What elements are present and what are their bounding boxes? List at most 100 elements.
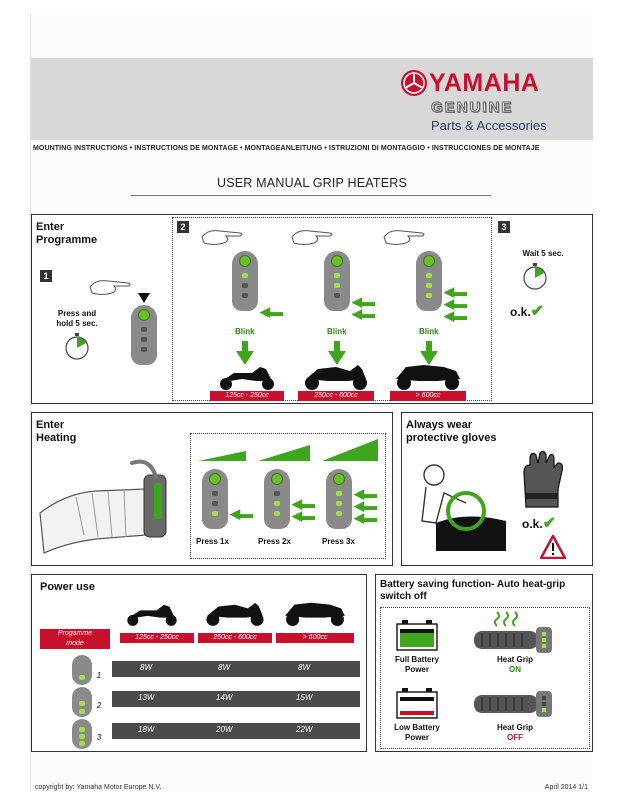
led-on-icon (274, 511, 280, 516)
heating-steps-frame (190, 433, 386, 559)
green-arrow-left-icon: ◀▬ (260, 304, 283, 319)
full-battery-icon (396, 620, 438, 651)
grip-on-line1: Heat Grip (496, 655, 533, 664)
gloves-title-line1: Always wear (406, 419, 473, 431)
green-arrow-stem (334, 341, 340, 351)
step-1-badge: 1 (40, 270, 52, 282)
step1-text-line2: hold 5 sec. (56, 319, 98, 328)
mode-2-remote (72, 687, 92, 717)
grip-on-label: Heat Grip ON (480, 655, 550, 675)
power-row-mode-2: 13W 14W 15W (112, 691, 360, 707)
rider-illustration (421, 464, 506, 551)
step1-text-line1: Press and (57, 309, 97, 318)
brand-header: YAMAHA GENUINE Parts & Accessories (31, 58, 593, 140)
brand-genuine: GENUINE (430, 99, 514, 117)
col-header-medium: 250cc - 600cc (198, 633, 272, 643)
remote-button-icon (239, 255, 251, 267)
title-divider (131, 195, 491, 196)
power-cell: 8W (140, 663, 152, 672)
power-cell: 8W (218, 663, 230, 672)
green-arrow-left-icon: ◀▬ (352, 306, 375, 321)
remote-button-icon (138, 309, 150, 321)
heat-waves-icon (494, 611, 518, 627)
power-cell: 8W (298, 663, 310, 672)
led-on-icon (426, 283, 432, 288)
full-battery-label: Full Battery Power (382, 655, 452, 675)
power-row-mode-3: 18W 20W 22W (112, 723, 360, 739)
heat-grip-off-icon (474, 691, 552, 717)
green-arrow-down-icon (236, 351, 254, 365)
led-on-icon (79, 709, 85, 714)
remote-button-icon (209, 473, 221, 485)
green-arrow-stem (242, 341, 248, 351)
col-header-large: > 600cc (276, 633, 354, 643)
low-battery-icon (396, 688, 438, 719)
ok-confirmation: o.k.✔ (510, 301, 544, 321)
heating-remote-3 (326, 469, 352, 529)
green-arrow-left-icon: ◀▬ (354, 486, 377, 501)
led-on-icon (79, 675, 85, 680)
programme-title-line2: Programme (36, 234, 98, 246)
scooter-icon (127, 604, 177, 626)
remote-button-icon (333, 473, 345, 485)
programme-title: Enter Programme (36, 221, 97, 247)
green-arrow-left-icon: ◀▬ (352, 294, 375, 309)
mode-3-remote (72, 719, 92, 749)
green-arrow-left-icon: ◀▬ (292, 508, 315, 523)
copyright-text: copyright by: Yamaha Motor Europe N.V. (35, 784, 162, 791)
heating-panel: Enter Heating ◀▬ ◀▬ (31, 412, 393, 566)
green-arrow-down-icon (420, 351, 438, 365)
led-icon (242, 293, 248, 298)
green-arrow-left-icon: ◀▬ (230, 506, 253, 521)
low-battery-line2: Power (404, 733, 429, 742)
pointing-hand-icon (291, 230, 333, 245)
led-icon (141, 337, 147, 342)
led-icon (141, 347, 147, 352)
led-on-icon (334, 283, 340, 288)
led-icon (334, 293, 340, 298)
brand-parts: Parts & Accessories (431, 118, 547, 133)
page-title: USER MANUAL GRIP HEATERS (216, 176, 408, 190)
heating-remote-2 (264, 469, 290, 529)
remote-step1 (131, 305, 157, 365)
wait-label: Wait 5 sec. (522, 249, 564, 258)
led-on-icon (79, 701, 85, 706)
green-check-icon: ✔ (530, 303, 545, 320)
full-battery-line1: Full Battery (394, 655, 439, 664)
programme-panel: Enter Programme 1 Press and hold 5 sec. … (31, 214, 593, 404)
yamaha-logo: YAMAHA GENUINE Parts & Accessories (401, 66, 571, 134)
green-arrow-left-icon: ◀▬ (292, 496, 315, 511)
power-cell: 22W (296, 725, 313, 734)
led-icon (274, 491, 280, 496)
low-battery-line1: Low Battery (394, 723, 440, 732)
scooter-icon (220, 367, 274, 390)
manual-page: YAMAHA GENUINE Parts & Accessories MOUNT… (30, 14, 593, 792)
heating-remote-1 (202, 469, 228, 529)
green-arrow-left-icon: ◀▬ (354, 510, 377, 525)
green-arrow-left-icon: ◀▬ (444, 296, 467, 311)
led-on-icon (242, 273, 248, 278)
heating-title-line1: Enter (36, 419, 65, 431)
naked-bike-icon (305, 365, 367, 390)
led-on-icon (79, 741, 85, 746)
battery-title: Battery saving function- Auto heat-grip … (380, 579, 565, 603)
pointing-hand-icon (201, 230, 243, 245)
blink-label-1: Blink (235, 327, 255, 336)
gloves-title-line2: protective gloves (406, 432, 497, 444)
press-1x-label: Press 1x (196, 537, 229, 546)
mode-label-line1: Progamme (57, 630, 93, 637)
col-header-small: 125cc - 250cc (120, 633, 194, 643)
full-battery-line2: Power (404, 665, 429, 674)
gloved-hand-on-grip-illustration (39, 459, 167, 554)
battery-title-line1: Battery saving function- Auto heat-grip (380, 579, 566, 590)
naked-bike-icon (206, 602, 264, 626)
led-on-icon (426, 273, 432, 278)
led-icon (242, 283, 248, 288)
power-cell: 15W (296, 693, 313, 702)
remote-button-icon (423, 255, 435, 267)
grip-on-line2: ON (509, 665, 521, 674)
gloves-panel: Always wear protective gloves o.k.✔ (401, 412, 593, 566)
mode-label-line2: mode (66, 640, 84, 647)
green-check-icon: ✔ (542, 515, 557, 532)
pointing-hand-icon (89, 280, 131, 295)
